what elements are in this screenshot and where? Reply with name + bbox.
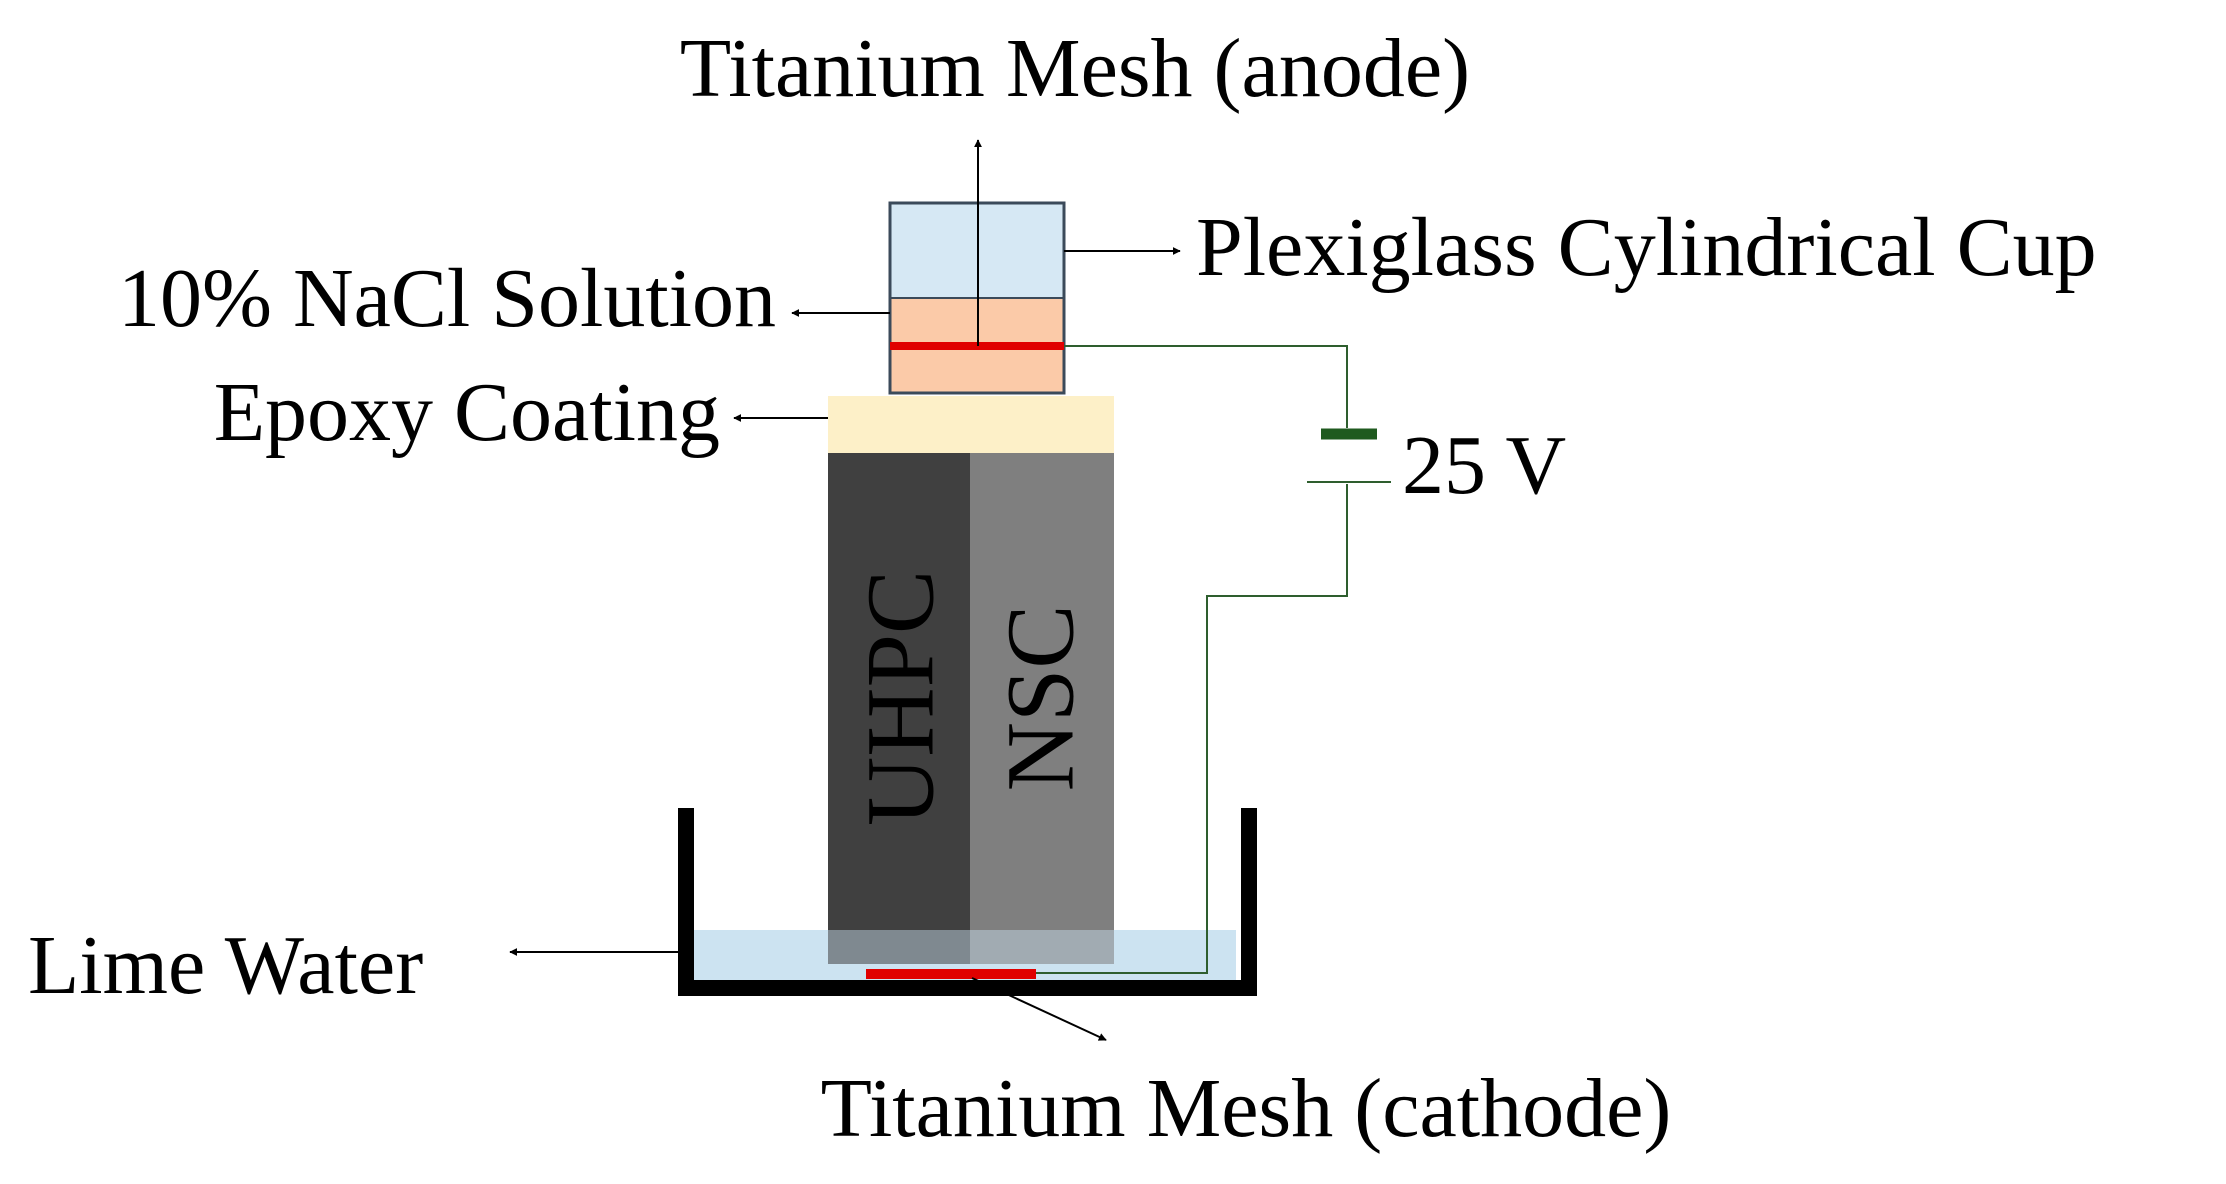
cathode-label: Titanium Mesh (cathode) [821, 1062, 1672, 1155]
specimen-submerged-overlay [828, 930, 1114, 964]
voltage-label: 25 V [1402, 419, 1566, 512]
anode-label: Titanium Mesh (anode) [680, 22, 1470, 115]
wire-battery-to-cathode [1036, 484, 1348, 974]
nsc-label: NSC [987, 605, 1094, 792]
circuit-wiring: 25 V [1036, 345, 1566, 974]
lime-water-label: Lime Water [28, 919, 423, 1012]
cathode-arrow [971, 977, 1107, 1041]
cup-label: Plexiglass Cylindrical Cup [1196, 201, 2097, 294]
nsc-block [970, 453, 1114, 964]
wire-anode-to-battery [1064, 345, 1348, 428]
tank-walls [678, 808, 1257, 996]
nacl-label: 10% NaCl Solution [118, 252, 776, 345]
concrete-specimen: UHPC NSC [828, 453, 1114, 964]
uhpc-label: UHPC [847, 570, 954, 826]
callout-arrows [509, 139, 1181, 1041]
epoxy-label: Epoxy Coating [214, 366, 720, 459]
epoxy-coating [828, 396, 1114, 453]
diagram-labels: Titanium Mesh (anode) Plexiglass Cylindr… [28, 22, 2097, 1155]
uhpc-block [828, 453, 970, 964]
